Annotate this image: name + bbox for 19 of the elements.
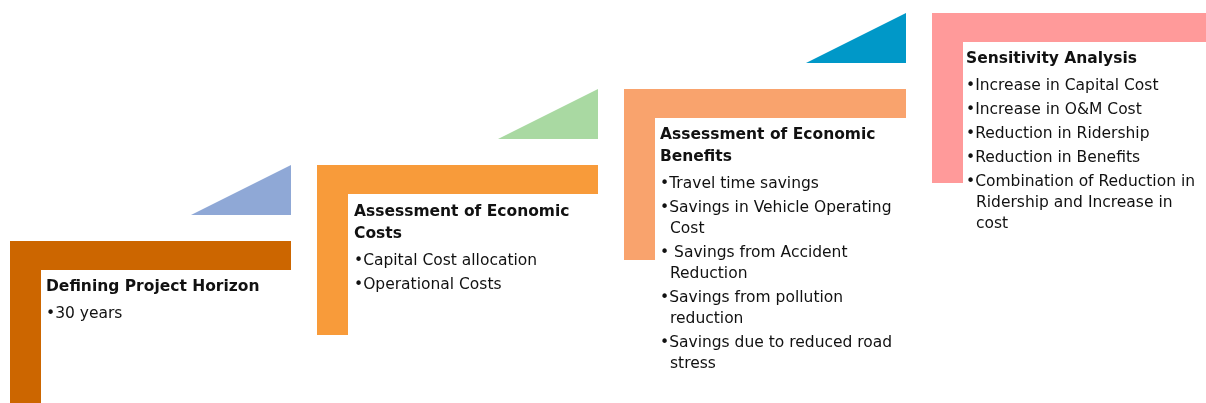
step-heading: Sensitivity Analysis [966, 48, 1138, 69]
bullet-item: •30 years [46, 303, 124, 324]
bullet-item: •Savings in Vehicle Operating Cost [660, 197, 893, 239]
bullet-item: •Combination of Reduction in Ridership and Increase in cost [966, 171, 1197, 234]
bullet-item: •Savings from pollution reduction [660, 287, 845, 329]
step-heading: Defining Project Horizon [46, 276, 261, 297]
bullet-item: •Increase in O&M Cost [966, 99, 1143, 120]
bullet-item: •Savings due to reduced road stress [660, 332, 894, 374]
bullet-item: • Savings from Accident Reduction [660, 242, 849, 284]
bullet-item: •Reduction in Benefits [966, 147, 1142, 168]
step-heading: Assessment of Economic Costs [354, 201, 571, 244]
bullet-item: •Reduction in Ridership [966, 123, 1151, 144]
bullet-item: •Capital Cost allocation [354, 250, 539, 271]
bullet-item: •Travel time savings [660, 173, 820, 194]
step-heading: Assessment of Economic Benefits [660, 124, 877, 167]
bullet-item: •Operational Costs [354, 274, 503, 295]
bullet-item: •Increase in Capital Cost [966, 75, 1160, 96]
step-bracket [10, 241, 291, 403]
step-bracket [317, 165, 598, 335]
